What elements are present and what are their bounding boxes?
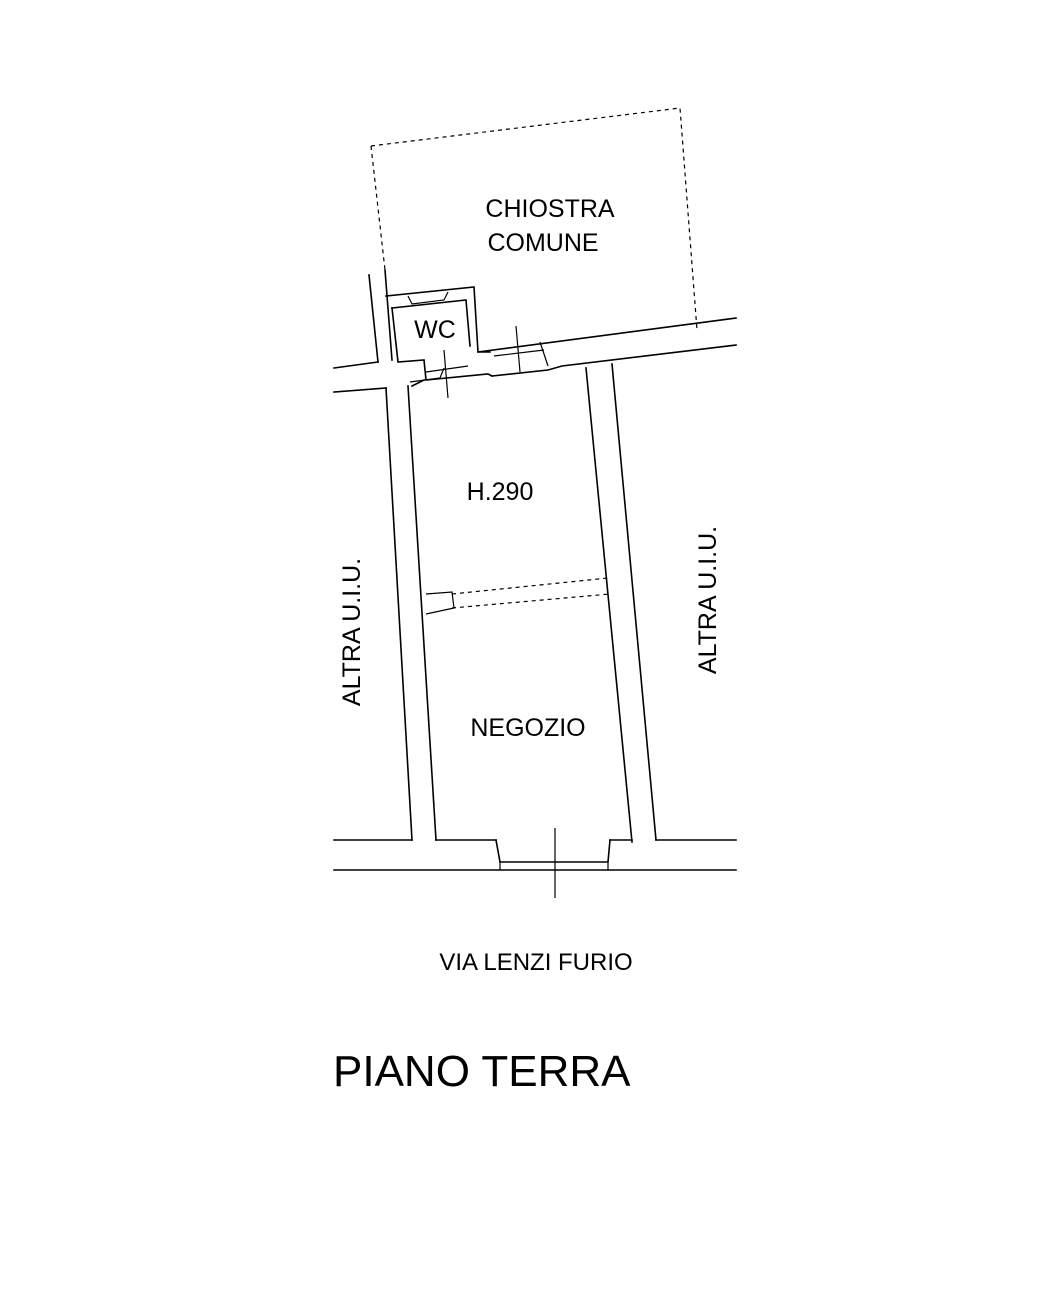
shop-label: NEGOZIO (470, 714, 585, 742)
floor-title: PIANO TERRA (333, 1047, 631, 1096)
courtyard-label-line1: CHIOSTRA (485, 195, 615, 223)
front-facade (333, 828, 737, 898)
right-neighbor-label: ALTRA U.I.U. (694, 526, 722, 674)
courtyard-boundary (370, 107, 698, 331)
wc-room (385, 286, 494, 399)
courtyard-label-line2: COMUNE (487, 229, 598, 257)
rear-wall (333, 269, 737, 393)
wc-label: WC (414, 316, 456, 344)
street-label: VIA LENZI FURIO (439, 949, 632, 976)
rear-door (493, 325, 549, 373)
left-wall (385, 378, 437, 841)
room-height-label: H.290 (467, 478, 534, 506)
right-wall (585, 363, 657, 843)
interior-partition (425, 577, 611, 615)
left-neighbor-label: ALTRA U.I.U. (338, 558, 366, 706)
